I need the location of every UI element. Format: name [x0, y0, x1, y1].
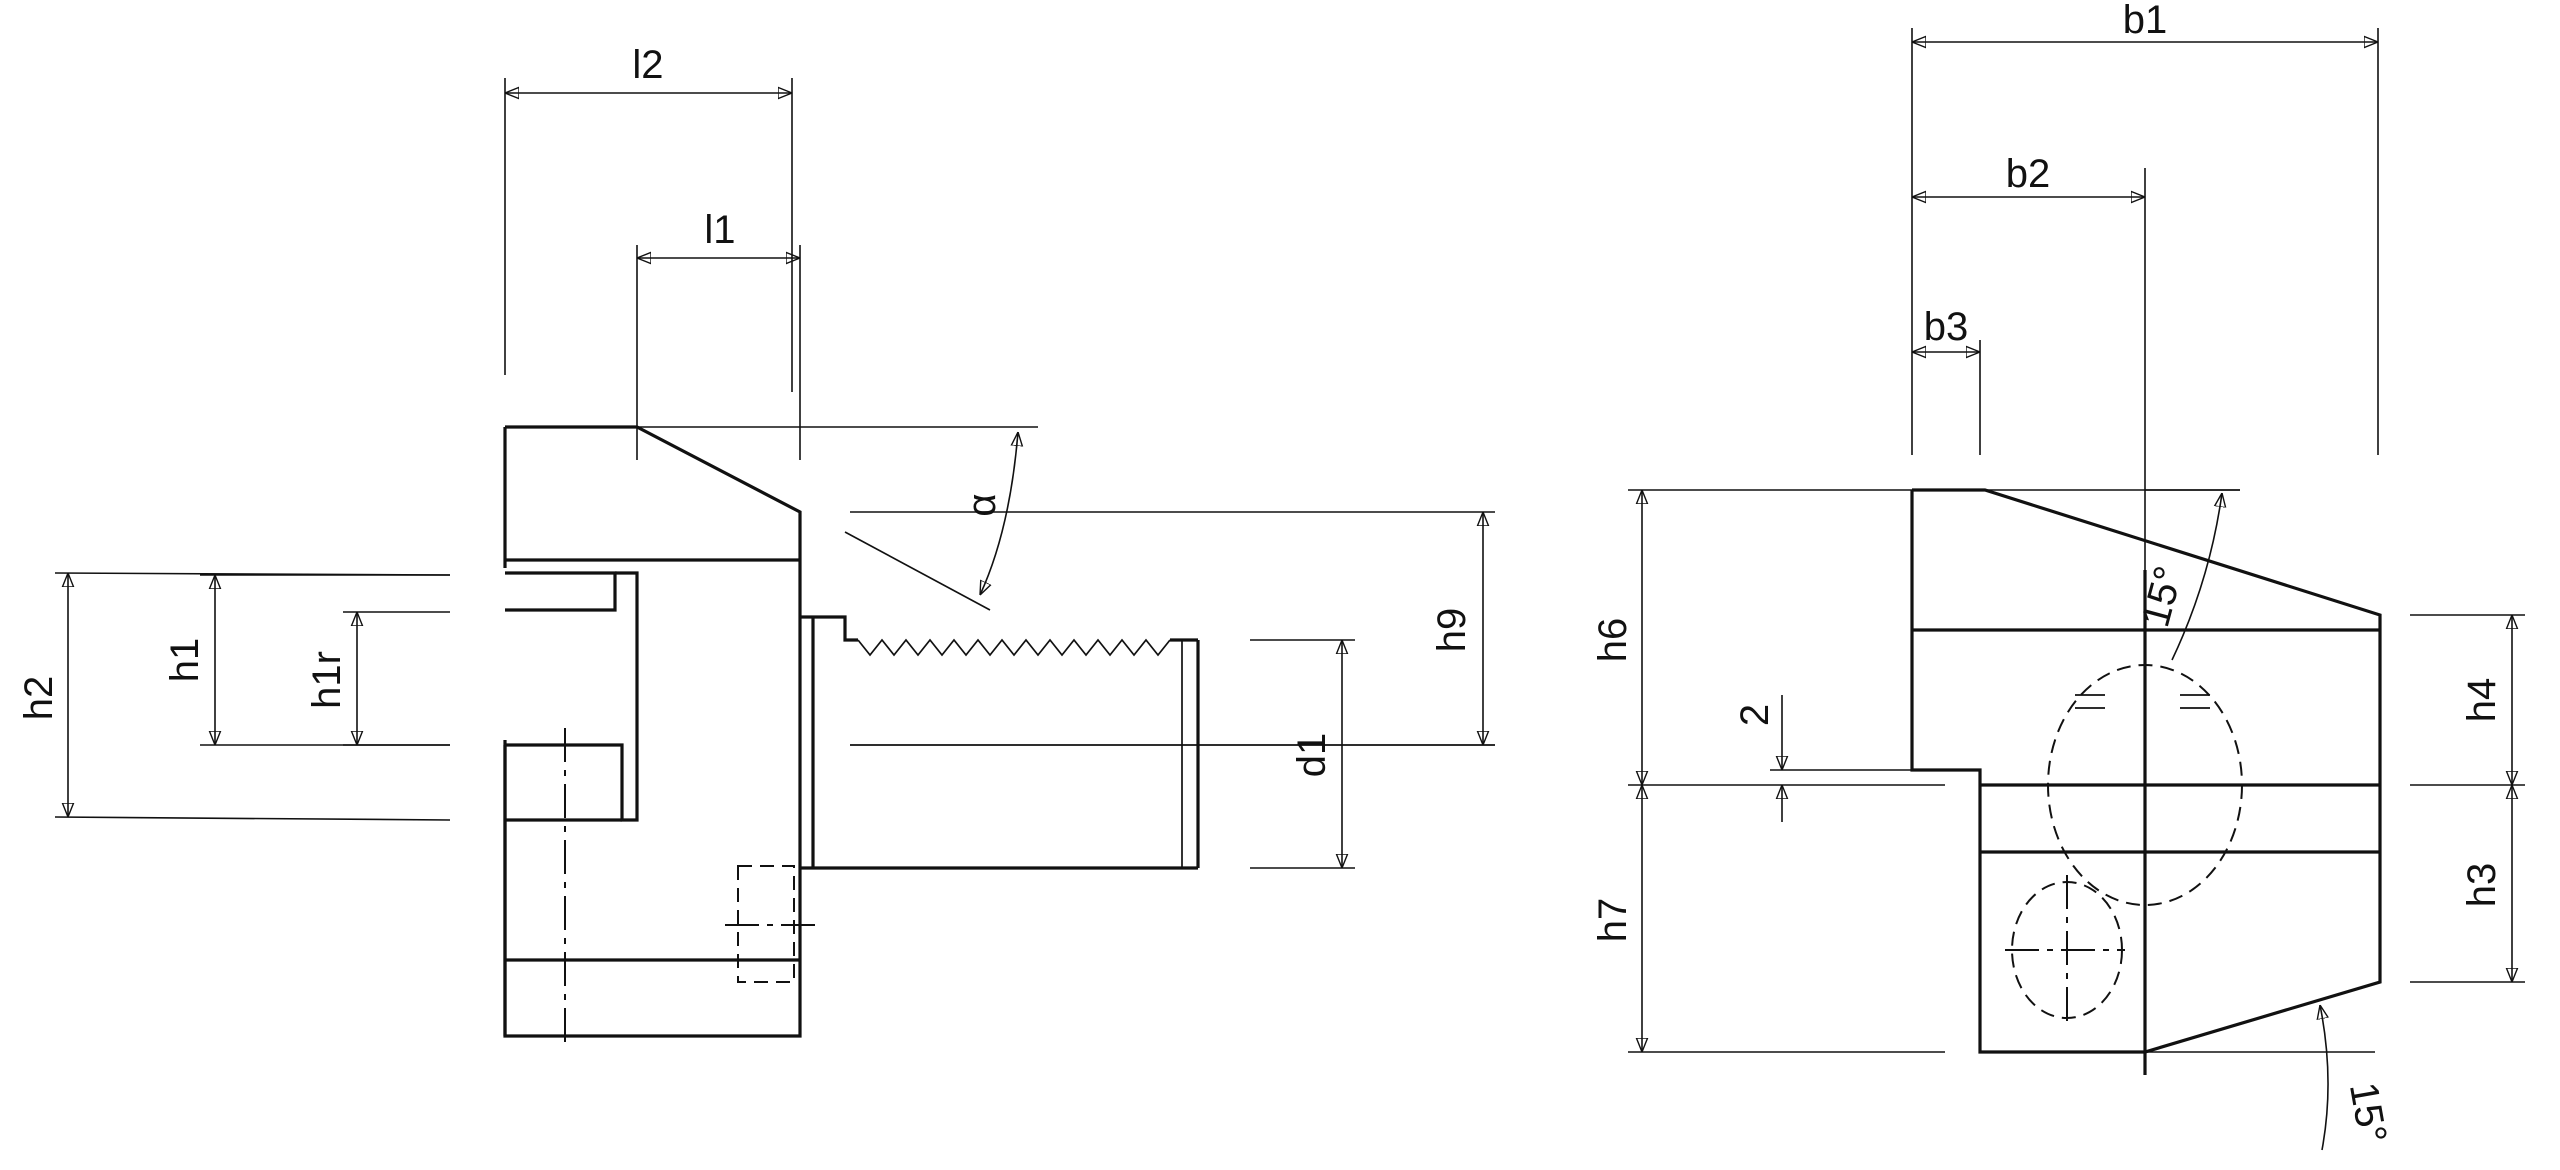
- ext-alpha-slant: [844, 531, 991, 611]
- label-alpha: α: [960, 493, 1004, 516]
- label-h1r: h1r: [305, 651, 349, 709]
- label-b1: b1: [2123, 0, 2168, 42]
- dim-15-top-arc: [2171, 493, 2222, 661]
- label-l1: l1: [704, 208, 735, 252]
- label-2: 2: [1733, 704, 1777, 726]
- label-h4: h4: [2460, 678, 2504, 723]
- dim-15-bottom-arc: [2320, 1005, 2328, 1151]
- slot-main: [505, 571, 639, 822]
- label-b3: b3: [1924, 305, 1969, 349]
- shank-teeth: [857, 638, 1171, 657]
- side-view: l2 l1 α h9 d1 h2 h1 h1r: [17, 43, 1495, 1050]
- front-view: b1 b2 b3 h6 h7 2 15° 15°: [1591, 0, 2525, 1151]
- label-h1: h1: [163, 638, 207, 683]
- label-d1: d1: [1290, 733, 1334, 778]
- label-b2: b2: [2006, 152, 2051, 196]
- label-15-bottom: 15°: [2341, 1079, 2395, 1146]
- label-15-top: 15°: [2133, 562, 2191, 632]
- label-l2: l2: [632, 43, 663, 87]
- large-hidden-circle: [2047, 664, 2243, 906]
- label-h6: h6: [1591, 618, 1635, 663]
- label-h7: h7: [1591, 898, 1635, 943]
- label-h9: h9: [1430, 608, 1474, 653]
- dim-alpha-arc: [980, 432, 1018, 595]
- label-h2: h2: [17, 676, 61, 721]
- slot-upper: [505, 571, 617, 612]
- label-h3: h3: [2460, 863, 2504, 908]
- ext-h2-bottom: [54, 816, 451, 821]
- shank-flange: [800, 615, 858, 642]
- body-outline: [503, 425, 802, 1038]
